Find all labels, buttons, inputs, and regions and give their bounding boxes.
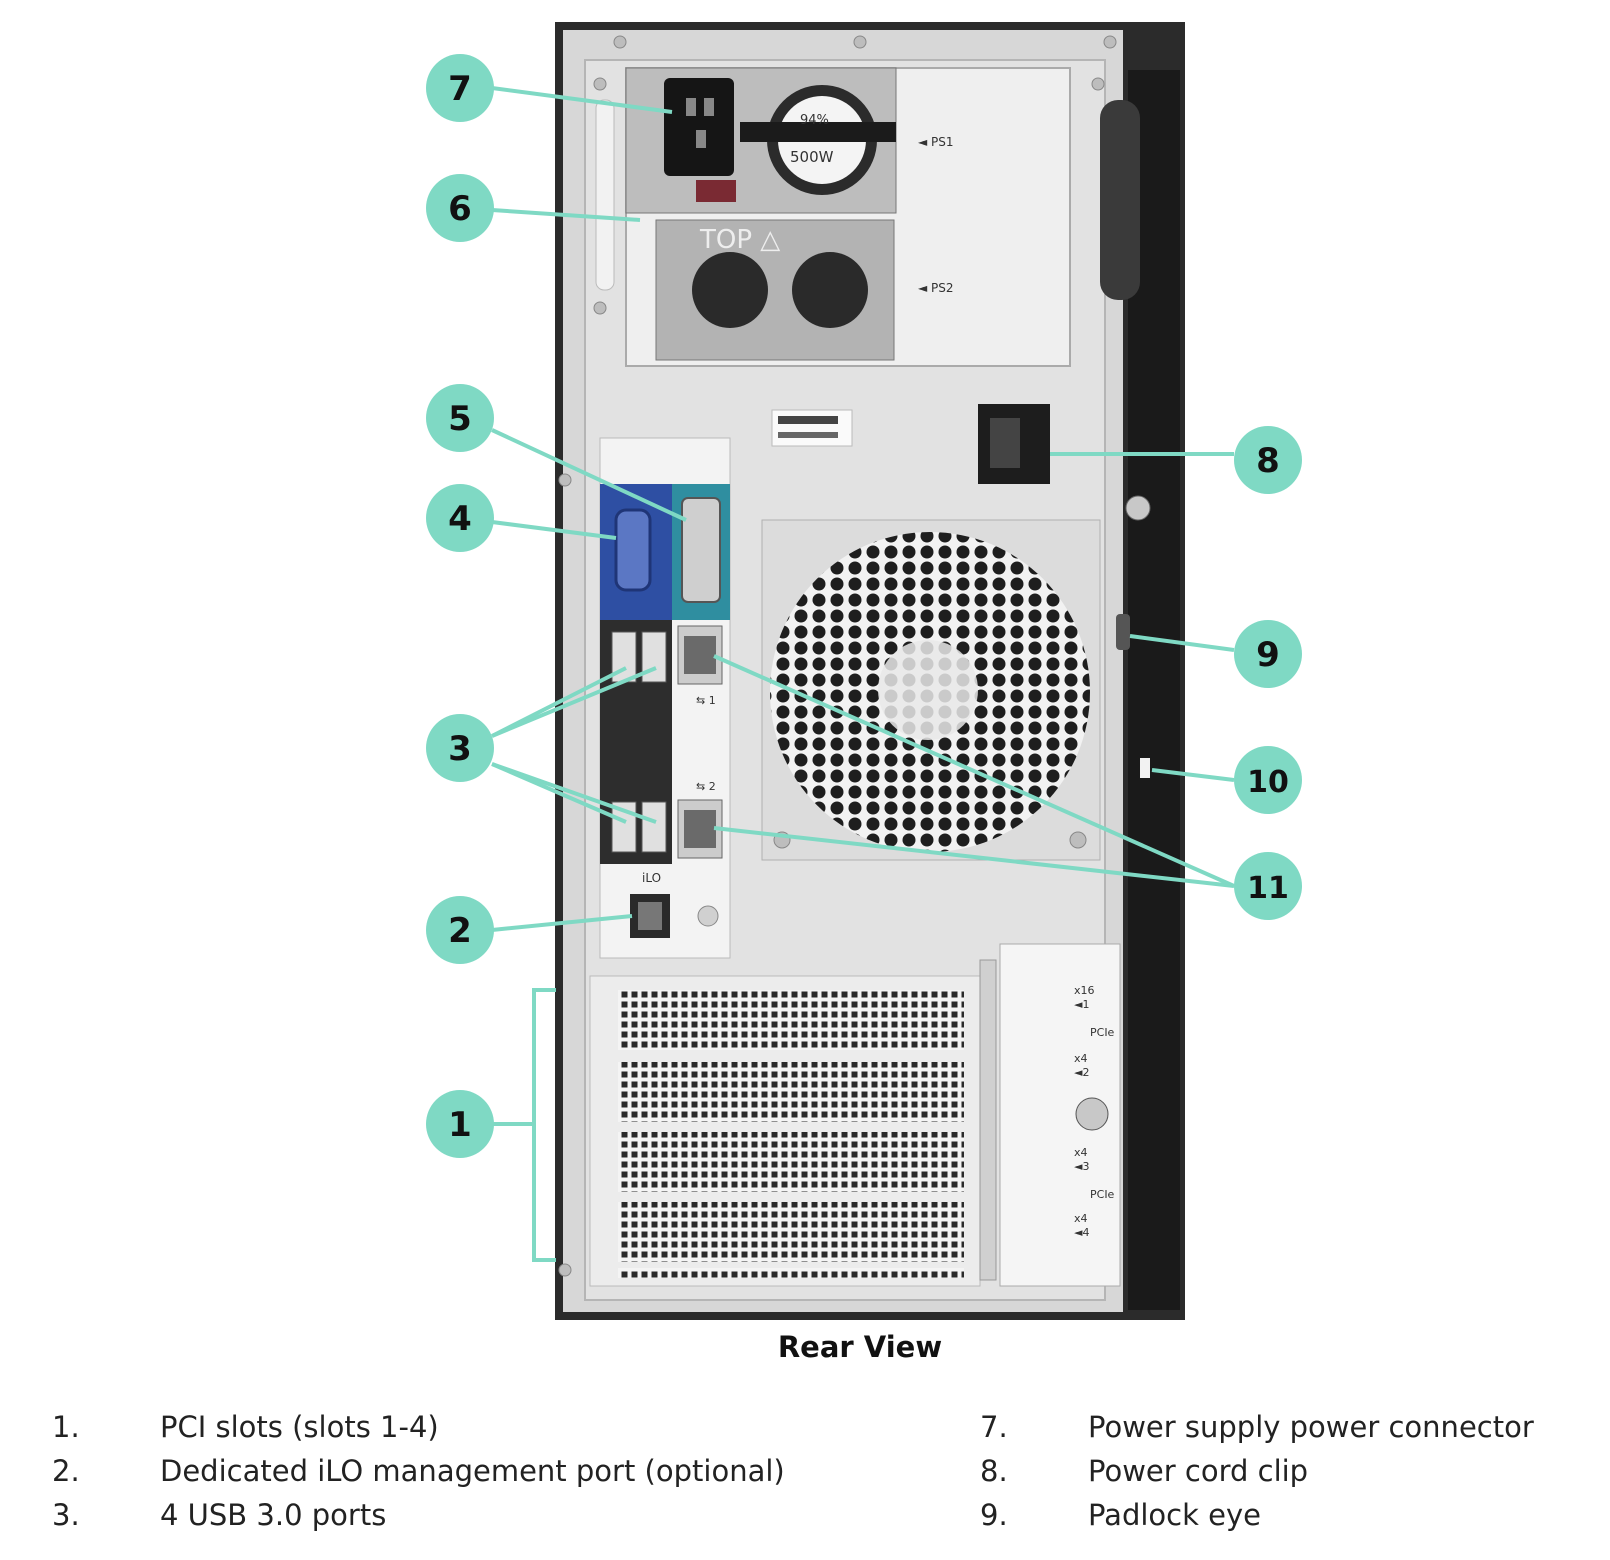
power-connector-icon <box>664 78 734 176</box>
usb-port-icon <box>641 801 667 853</box>
slot3-num: ◄3 <box>1074 1160 1089 1173</box>
legend-text: Dedicated iLO management port (optional) <box>160 1454 785 1488</box>
legend-number: 8. <box>980 1454 1008 1488</box>
callout-5-number: 5 <box>448 399 472 439</box>
pci-slot-area: x16 ◄1 PCIe x4 ◄2 x4 ◄3 PCIe x4 ◄4 <box>589 943 1121 1287</box>
slot2-width: x4 <box>1074 1052 1088 1065</box>
security-lock-slot <box>1140 758 1150 778</box>
padlock-eye <box>1116 614 1130 650</box>
pci-thumbscrew-icon <box>1075 1097 1109 1131</box>
serial-label <box>771 409 853 447</box>
callout-4-number: 4 <box>448 499 472 539</box>
nic1-label: ⇆ 1 <box>696 694 716 707</box>
callout-9: 9 <box>1234 620 1302 688</box>
pci-slot-cover <box>618 1132 964 1192</box>
legend-left-column: 1. PCI slots (slots 1-4) 2. Dedicated iL… <box>52 1405 852 1537</box>
system-fan <box>761 519 1101 861</box>
legend-item: 2. Dedicated iLO management port (option… <box>52 1449 852 1493</box>
slot4-width: x4 <box>1074 1212 1088 1225</box>
power-cord-clip <box>978 404 1050 484</box>
callout-7: 7 <box>426 54 494 122</box>
vga-port-icon <box>614 508 652 592</box>
callout-10-number: 10 <box>1247 765 1289 800</box>
legend-text: Power supply power connector <box>1088 1410 1534 1444</box>
callout-1-number: 1 <box>448 1105 472 1145</box>
psu-efficiency: 94% <box>800 113 829 128</box>
callout-7-number: 7 <box>448 69 472 109</box>
callout-3-number: 3 <box>448 729 472 769</box>
leader-lines <box>491 86 1235 1262</box>
serial-port-icon <box>681 497 721 603</box>
nic2-label: ⇆ 2 <box>696 780 716 793</box>
callout-2-number: 2 <box>448 911 472 951</box>
legend-right-column: 7. Power supply power connector 8. Power… <box>980 1405 1600 1537</box>
callout-11: 11 <box>1234 852 1302 920</box>
legend-number: 1. <box>52 1410 80 1444</box>
ilo-label: iLO <box>642 871 661 885</box>
pci-slot-cover <box>618 1202 964 1262</box>
legend-text: PCI slots (slots 1-4) <box>160 1410 439 1444</box>
callout-6: 6 <box>426 174 494 242</box>
legend-text: 4 USB 3.0 ports <box>160 1498 387 1532</box>
legend-number: 7. <box>980 1410 1008 1444</box>
io-panel: ⇆ 1 ⇆ 2 iLO <box>599 437 731 959</box>
pci-slot-cover <box>618 1062 964 1122</box>
callout-2: 2 <box>426 896 494 964</box>
release-latch <box>696 180 736 202</box>
callout-6-number: 6 <box>448 189 472 229</box>
slot3-width: x4 <box>1074 1146 1088 1159</box>
thumbscrew-icon <box>1125 495 1151 521</box>
legend-item: 3. 4 USB 3.0 ports <box>52 1493 852 1537</box>
psu-wattage: 500W <box>790 148 834 166</box>
legend-item: 7. Power supply power connector <box>980 1405 1600 1449</box>
legend-number: 9. <box>980 1498 1008 1532</box>
callout-8: 8 <box>1234 426 1302 494</box>
usb-port-icon <box>611 801 637 853</box>
ps2-top-label: TOP △ <box>699 225 780 255</box>
legend-item: 9. Padlock eye <box>980 1493 1600 1537</box>
callout-8-number: 8 <box>1256 441 1280 481</box>
slot2-num: ◄2 <box>1074 1066 1089 1079</box>
slot1-num: ◄1 <box>1074 998 1089 1011</box>
slot4-num: ◄4 <box>1074 1226 1089 1239</box>
psu-bay: 500W 94% ◄ PS1 TOP △ ◄ PS2 <box>625 67 1071 367</box>
figure-caption: Rear View <box>777 1330 943 1364</box>
legend-number: 2. <box>52 1454 80 1488</box>
callout-5: 5 <box>426 384 494 452</box>
callout-3: 3 <box>426 714 494 782</box>
callout-4: 4 <box>426 484 494 552</box>
ps2-label: ◄ PS2 <box>918 281 954 295</box>
pcie-label-lower: PCIe <box>1090 1188 1115 1201</box>
callout-9-number: 9 <box>1256 635 1280 675</box>
legend-text: Padlock eye <box>1088 1498 1261 1532</box>
legend-text: Power cord clip <box>1088 1454 1309 1488</box>
callout-10: 10 <box>1234 746 1302 814</box>
legend-item: 8. Power cord clip <box>980 1449 1600 1493</box>
legend-item: 1. PCI slots (slots 1-4) <box>52 1405 852 1449</box>
pci-slot-cover <box>618 990 964 1050</box>
usb-port-icon <box>641 631 667 683</box>
callout-1: 1 <box>426 1090 494 1158</box>
pcie-label-upper: PCIe <box>1090 1026 1115 1039</box>
ps1-label: ◄ PS1 <box>918 135 954 149</box>
callout-11-number: 11 <box>1247 871 1289 906</box>
server-rear-diagram: 500W 94% ◄ PS1 TOP △ ◄ PS2 ⇆ 1 ⇆ 2 <box>426 22 1302 1320</box>
slot1-width: x16 <box>1074 984 1095 997</box>
legend-number: 3. <box>52 1498 80 1532</box>
